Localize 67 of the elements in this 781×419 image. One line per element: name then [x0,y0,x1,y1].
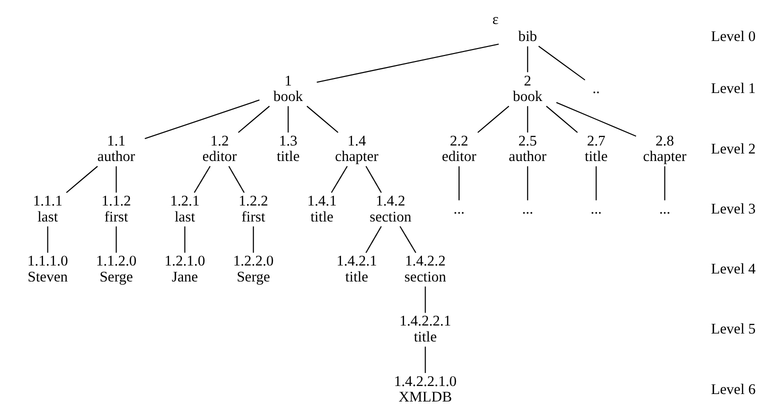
connector [556,102,636,137]
connector [477,106,510,133]
connector [184,226,186,253]
label: Level 5 [710,322,756,338]
node-text: 1.3 title [276,133,300,166]
connector [538,46,586,80]
node-text: 1 book [273,73,303,106]
node-text: 1.4.2.2 section [404,254,446,286]
connector [306,106,338,133]
node-text: ... [522,201,534,218]
node-text: 2.5 author [508,133,546,166]
node-text: 1.2.2.0 Serge [233,254,274,286]
connector [596,166,597,200]
node-text: 1.2.1 last [170,193,200,226]
node-text: 1.1 author [97,133,136,166]
label: Level 1 [710,81,756,98]
node-text: 1.1.2 first [102,193,132,226]
connector [664,166,666,200]
connector [331,166,348,193]
connector [47,226,48,253]
connector [194,166,211,193]
node-text: 1.1.1 last [32,193,62,226]
connector [366,226,382,253]
node-text: 1.4.2 section [370,193,412,226]
node-text: 1.2.1.0 Jane [164,254,206,286]
node-label: ε [492,12,499,28]
node-text: 2.7 title [584,133,608,166]
node-text: 1.2.2 first [238,193,268,226]
connector [527,166,528,200]
label: Level 6 [710,382,756,398]
connector [144,100,260,140]
connector [424,286,426,313]
connector [116,166,117,193]
node-text: 1.2 editor [202,133,237,166]
node-text: ... [659,201,670,218]
connector [424,346,426,373]
node-text: 2.8 chapter [643,133,686,166]
connector [116,226,117,253]
label: Level 4 [710,262,756,278]
connector [400,226,416,253]
node-text: 1.1.2.0 Serge [96,254,137,286]
node-text: .. [592,81,600,98]
connector [238,106,270,133]
connector [527,46,528,72]
connector [316,44,499,83]
node-text: 1.4.2.2.1 title [399,314,452,346]
connector [527,106,528,132]
label: Level 3 [710,201,756,218]
node-text: 1.4.1 title [307,193,337,226]
node-text: ... [590,201,602,218]
connector [288,106,289,132]
node-text: 1.4 chapter [335,133,378,166]
node-text: ... [454,201,465,218]
node-text: 2.2 editor [442,133,476,166]
connector [546,106,578,133]
connector [66,166,98,194]
node-text: 1.4.2.1 title [336,254,378,286]
connector [228,166,245,193]
label: Level 0 [710,28,756,45]
node-text: 1.4.2.2.1.0 XMLDB [394,374,457,406]
node-text: 2 book [512,73,542,106]
connector [366,166,382,193]
connector [458,166,460,200]
node-text: 1.1.1.0 Steven [27,254,68,286]
label: Level 2 [710,141,756,158]
connector [252,226,254,253]
node-text: bib [518,28,538,45]
